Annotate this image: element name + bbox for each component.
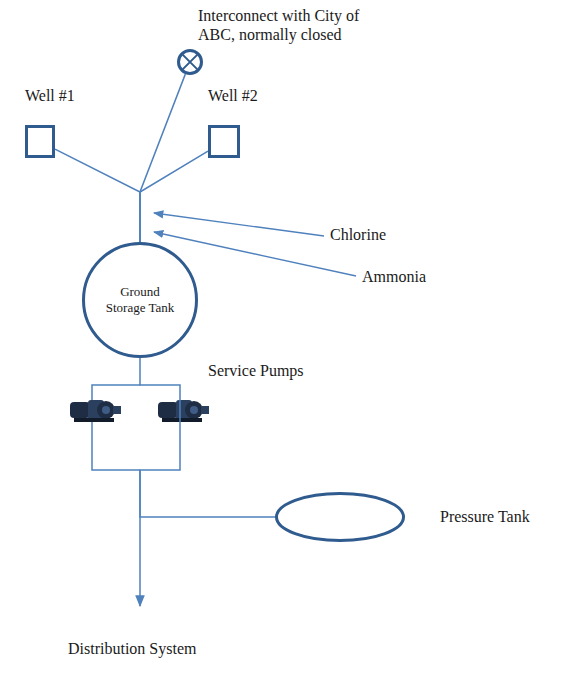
pump-label: Service Pumps (208, 362, 304, 380)
pipe-connector (140, 74, 185, 242)
storage-tank: Ground Storage Tank (82, 242, 198, 358)
outline (179, 51, 202, 74)
node-text: Well #2 (208, 86, 278, 105)
service-pump-symbol (70, 400, 121, 422)
outlet-label: Distribution System (68, 640, 196, 658)
node-text: Pressure Tank (440, 507, 550, 526)
node-text: Interconnect with City of ABC, normally … (198, 6, 388, 44)
well-box-outline (25, 125, 55, 158)
chlorine-feed-arrow (154, 213, 324, 236)
ammonia-feed-arrow (154, 232, 356, 276)
outline (277, 494, 404, 541)
pressure-tank: Pressure Tank (275, 492, 555, 542)
pipe-connector (55, 149, 140, 242)
interconnect-valve: Interconnect with City of ABC, normally … (177, 6, 407, 70)
pressure-tank-outline (275, 492, 405, 542)
well-box: Well #2 (208, 86, 280, 159)
pump-manifold (92, 385, 140, 470)
chemical-label: Ammonia (362, 268, 426, 286)
interconnect-valve-outline (177, 49, 203, 75)
valve-cross (182, 54, 198, 70)
outline (84, 244, 197, 357)
well-box-outline (208, 125, 240, 158)
well-box: Well #1 (25, 86, 97, 159)
pipe-connector (140, 358, 275, 517)
chemical-label: Chlorine (330, 226, 386, 244)
service-pump-symbol (158, 400, 209, 422)
node-text: Ground Storage Tank (105, 284, 175, 315)
outline (27, 127, 54, 157)
outline (210, 127, 239, 157)
node-text: Well #1 (25, 86, 95, 105)
